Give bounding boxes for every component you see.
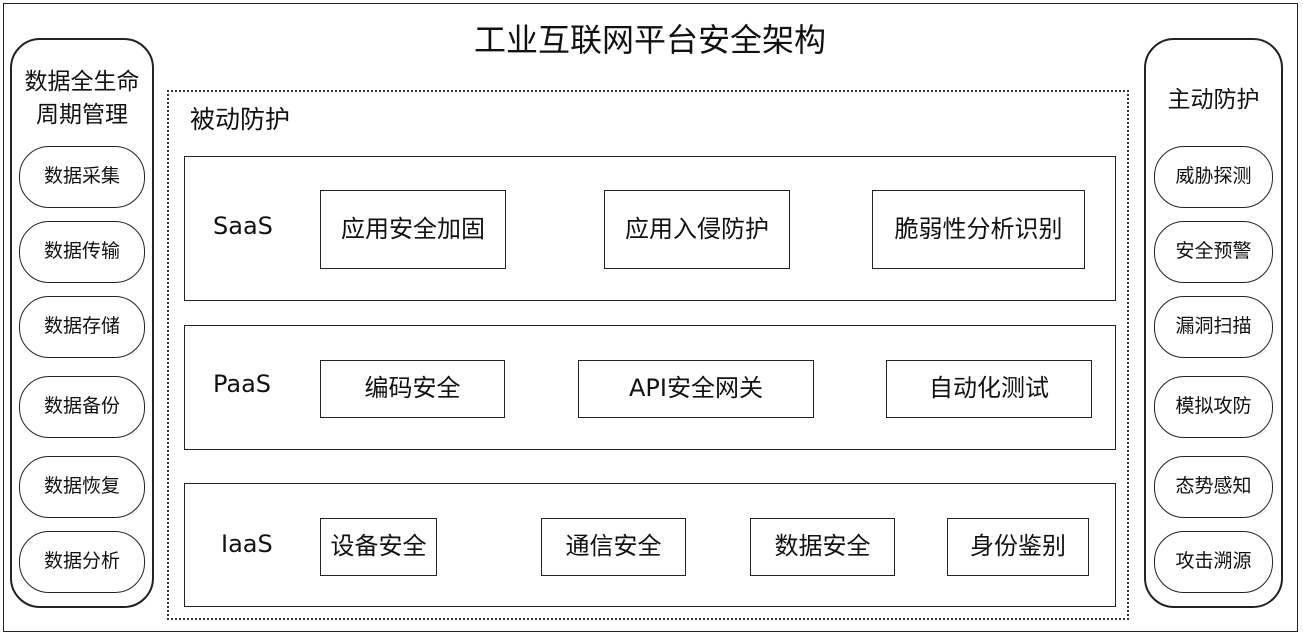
active-item: 攻击溯源 [1154,531,1273,593]
saas-module: 脆弱性分析识别 [872,190,1085,269]
saas-module: 应用入侵防护 [604,190,790,269]
data-lifecycle-title-line1: 数据全生命 [24,69,140,95]
active-protection-title: 主动防护 [1167,87,1260,113]
iaas-module: 数据安全 [750,518,895,576]
lifecycle-item: 数据存储 [19,296,145,358]
lifecycle-item: 数据恢复 [19,456,145,518]
active-item: 态势感知 [1154,456,1273,518]
iaas-module: 身份鉴别 [947,518,1089,576]
data-lifecycle-column: 数据全生命 周期管理 数据采集 数据传输 数据存储 数据备份 数据恢复 数据分析 [10,38,154,608]
paas-module: 自动化测试 [886,360,1092,418]
paas-layer-label: PaaS [213,370,272,398]
active-item: 安全预警 [1154,221,1273,283]
lifecycle-item: 数据采集 [19,146,145,208]
saas-module: 应用安全加固 [320,190,506,269]
diagram-frame [3,3,1298,632]
data-lifecycle-title: 数据全生命 周期管理 [12,66,152,132]
lifecycle-item: 数据分析 [19,531,145,593]
active-item: 模拟攻防 [1154,376,1273,438]
lifecycle-item: 数据传输 [19,221,145,283]
iaas-layer-label: IaaS [221,530,273,558]
saas-layer-label: SaaS [213,212,273,240]
passive-protection-region [167,90,1129,620]
passive-protection-title: 被动防护 [190,105,291,134]
iaas-layer: IaaS 设备安全 通信安全 数据安全 身份鉴别 [184,483,1116,607]
saas-layer: SaaS 应用安全加固 应用入侵防护 脆弱性分析识别 [184,156,1116,301]
paas-layer: PaaS 编码安全 API安全网关 自动化测试 [184,325,1116,450]
iaas-module: 通信安全 [541,518,686,576]
active-item: 威胁探测 [1154,146,1273,208]
iaas-module: 设备安全 [320,518,437,576]
diagram-title: 工业互联网平台安全架构 [473,21,826,59]
data-lifecycle-title-line2: 周期管理 [36,102,128,128]
paas-module: 编码安全 [320,360,505,418]
active-protection-column: 主动防护 威胁探测 安全预警 漏洞扫描 模拟攻防 态势感知 攻击溯源 [1144,38,1283,608]
lifecycle-item: 数据备份 [19,376,145,438]
active-item: 漏洞扫描 [1154,296,1273,358]
paas-module: API安全网关 [578,360,814,418]
